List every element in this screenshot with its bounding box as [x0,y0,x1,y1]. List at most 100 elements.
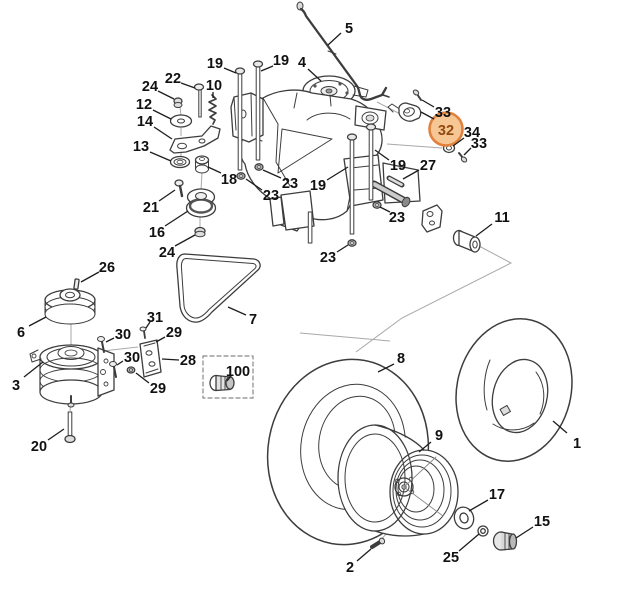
accessory-box-100 [202,355,254,399]
callout-3[interactable]: 3 [12,378,20,394]
part-screw-33-lower [458,152,468,163]
callout-23[interactable]: 23 [389,210,405,226]
part-clutch-3 [29,344,115,408]
leader-line-23 [379,206,391,213]
part-pulley-6 [44,288,96,325]
callout-30[interactable]: 30 [115,327,131,343]
callout-23[interactable]: 23 [320,250,336,266]
leader-line-1 [552,420,568,434]
leader-line-30 [116,360,124,366]
callout-4[interactable]: 4 [298,55,306,71]
callout-100[interactable]: 100 [226,364,250,380]
callout-16[interactable]: 16 [149,225,165,241]
leader-line-18 [207,166,222,174]
callout-26[interactable]: 26 [99,260,115,276]
leader-line-100 [226,375,232,382]
leader-line-24 [174,234,196,247]
part-washer-17 [453,506,475,530]
callout-5[interactable]: 5 [345,21,353,37]
callout-29[interactable]: 29 [150,381,166,397]
part-wheel-rim [337,424,459,537]
part-bolts-19 [234,60,377,235]
callout-13[interactable]: 13 [133,139,149,155]
callout-33[interactable]: 33 [435,105,451,121]
leader-line-32 [420,111,435,120]
callout-7[interactable]: 7 [249,312,257,328]
callout-9[interactable]: 9 [435,428,443,444]
callout-31[interactable]: 31 [147,310,163,326]
callout-34[interactable]: 34 [464,125,480,141]
callout-12[interactable]: 12 [136,97,152,113]
leader-line-12 [152,109,172,120]
callout-18[interactable]: 18 [221,172,237,188]
part-screw-33-upper [412,89,422,101]
leader-line-7 [227,306,247,316]
leader-line-25 [458,533,480,552]
leader-line-27 [402,169,420,180]
callout-14[interactable]: 14 [137,114,153,130]
part-cap-15 [492,531,518,551]
leader-line-29 [135,372,150,384]
callout-22[interactable]: 22 [165,71,181,87]
part-key-26 [73,278,80,290]
leader-line-6 [28,316,47,327]
leader-line-19 [374,149,390,161]
callout-30[interactable]: 30 [124,350,140,366]
leader-line-23 [336,244,349,253]
leader-line-29 [155,336,166,343]
callout-23[interactable]: 23 [263,188,279,204]
callout-24[interactable]: 24 [142,79,158,95]
leader-line-15 [515,526,534,539]
leader-line-31 [145,321,151,329]
leader-line-13 [149,151,172,162]
callout-6[interactable]: 6 [17,325,25,341]
part-valve-stem [370,537,386,549]
leader-line-26 [80,271,100,283]
callout-23[interactable]: 23 [282,176,298,192]
leader-line-22 [180,82,196,89]
leader-line-2 [356,548,372,562]
callout-29[interactable]: 29 [166,325,182,341]
part-bracket-28-cluster [97,326,162,378]
callout-11[interactable]: 11 [494,210,509,226]
leader-line-8 [377,363,395,373]
highlight-circle-32 [428,111,464,147]
part-ring-25 [477,525,489,537]
callout-19[interactable]: 19 [273,53,289,69]
callout-19[interactable]: 19 [207,56,223,72]
leader-line-23 [245,178,263,191]
callout-15[interactable]: 15 [534,514,550,530]
callout-8[interactable]: 8 [397,351,405,367]
callout-32[interactable]: 32 [438,123,454,139]
leader-line-3 [23,361,44,378]
callout-17[interactable]: 17 [489,487,505,503]
callout-24[interactable]: 24 [159,245,175,261]
part-control-rod [296,1,390,101]
leader-line-34 [452,137,465,147]
leader-line-9 [418,441,432,453]
leader-line-17 [468,499,489,512]
part-tire [455,318,573,462]
leader-line-30 [105,337,115,343]
callout-21[interactable]: 21 [143,200,159,216]
part-nuts-23 [236,163,382,247]
part-axle-and-bushing [370,175,481,253]
callout-10[interactable]: 10 [206,78,222,94]
callout-27[interactable]: 27 [420,158,436,174]
leader-line-23 [262,169,282,179]
leader-line-4 [307,68,322,82]
part-v-belt [176,253,261,323]
callout-19[interactable]: 19 [310,178,326,194]
callout-25[interactable]: 25 [443,550,459,566]
callout-20[interactable]: 20 [31,439,47,455]
callout-33[interactable]: 33 [471,136,487,152]
callout-2[interactable]: 2 [346,560,354,576]
leader-line-28 [161,358,180,361]
leader-line-14 [153,126,173,140]
callout-19[interactable]: 19 [390,158,406,174]
callout-28[interactable]: 28 [180,353,196,369]
callout-1[interactable]: 1 [573,436,581,452]
